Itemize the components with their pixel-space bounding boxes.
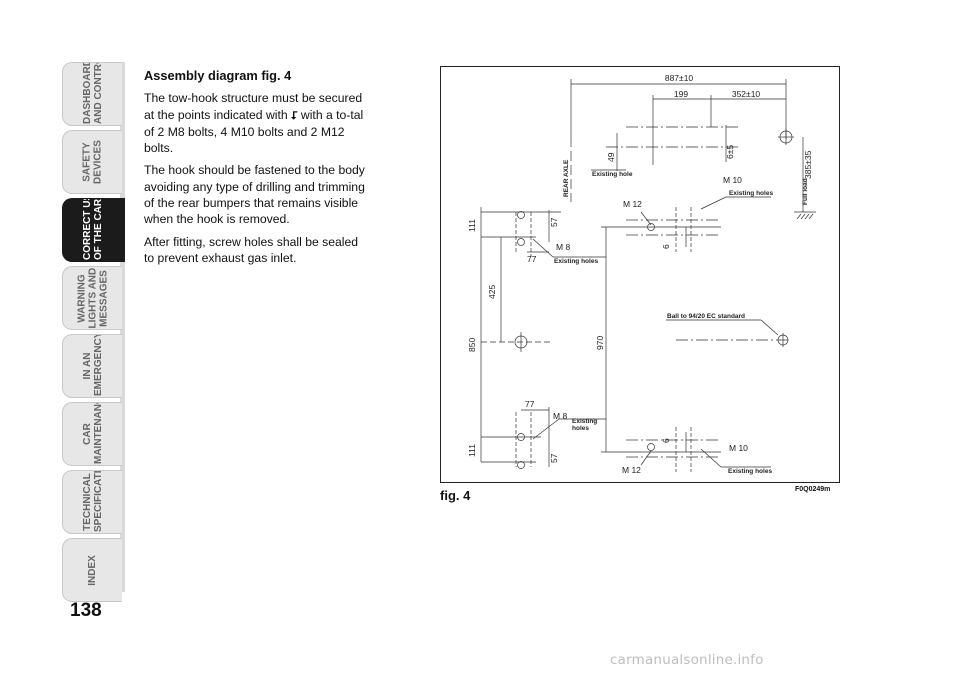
paragraph-fastening: The hook should be fastened to the body …: [144, 163, 365, 227]
label-m12-bottom: M 12: [622, 465, 641, 475]
body-text: Assembly diagram fig. 4 The tow-hook str…: [144, 68, 366, 272]
figure-caption: fig. 4: [440, 488, 471, 503]
dim-77-top: 77: [527, 254, 537, 264]
dim-49: 49: [606, 152, 616, 162]
tab-strip-edge: [120, 62, 125, 592]
paragraph-sealing: After fitting, screw holes shall be seal…: [144, 234, 359, 265]
label-m8-top: M 8: [556, 242, 570, 252]
label-existing-holes-m8-top: Existing holes: [554, 258, 598, 265]
assembly-diagram-drawing: 887±10 199 352±10 49 6±5 385±35 REAR AXL…: [467, 73, 816, 475]
dim-199: 199: [674, 89, 688, 99]
label-ball-standard: Ball to 94/20 EC standard: [667, 313, 745, 320]
dim-57-top: 57: [549, 217, 559, 227]
section-heading: Assembly diagram fig. 4: [144, 68, 292, 83]
dim-77-bottom: 77: [525, 399, 535, 409]
figure-code: F0Q0249m: [795, 486, 831, 493]
label-m10-top: M 10: [723, 175, 742, 185]
dim-6-bottom: 6: [661, 438, 671, 443]
label-existing-hole: Existing hole: [592, 171, 633, 178]
dim-425: 425: [487, 285, 497, 299]
dim-111-bottom: 111: [467, 444, 477, 457]
page-number: 138: [70, 600, 102, 621]
label-existing-holes-m8-bottom-2: holes: [572, 425, 589, 432]
dim-970: 970: [595, 336, 605, 350]
watermark: carmanualsonline.info: [610, 652, 764, 668]
paragraph-text: with a to-tal of 2 M8 bolts, 4 M10 bolts…: [144, 107, 364, 156]
tab-index[interactable]: INDEX: [62, 538, 122, 602]
dim-57-bottom: 57: [549, 453, 559, 463]
paragraph-text: The tow-hook structure must be secured a…: [144, 91, 363, 122]
label-existing-holes-bottom-right: Existing holes: [728, 468, 772, 475]
label-existing-holes-m8-bottom-1: Existing: [572, 418, 597, 425]
label-existing-holes-top-right: Existing holes: [729, 190, 773, 197]
dim-385: 385±35: [803, 150, 813, 179]
tab-strip-edge-active: [120, 198, 125, 262]
fixing-point-icon: ⮦: [291, 109, 298, 122]
dim-111-top: 111: [467, 219, 477, 232]
label-rear-axle: REAR AXLE: [563, 159, 570, 197]
dim-6-top: 6: [661, 244, 671, 249]
label-m8-bottom: M 8: [553, 411, 567, 421]
dim-6-5: 6±5: [725, 145, 735, 159]
label-m10-bottom: M 10: [729, 443, 748, 453]
label-m12-top: M 12: [623, 199, 642, 209]
label-full-load: Full load: [802, 178, 809, 205]
dim-352: 352±10: [732, 89, 761, 99]
dim-850: 850: [467, 338, 477, 352]
assembly-diagram: 887±10 199 352±10 49 6±5 385±35 REAR AXL…: [440, 66, 840, 483]
tab-label: INDEX: [87, 554, 98, 586]
dim-overall: 887±10: [665, 73, 694, 83]
paragraph-fixing-points: The tow-hook structure must be secured a…: [144, 90, 366, 156]
